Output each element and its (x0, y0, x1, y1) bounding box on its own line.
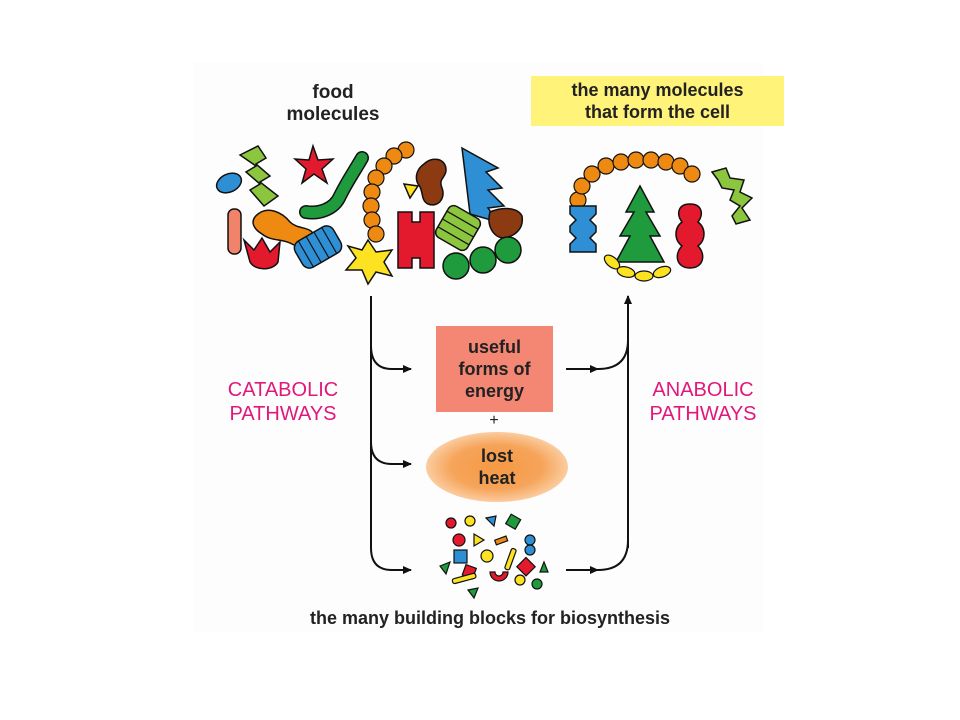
useful-energy-box: useful forms of energy (436, 326, 553, 412)
blue-h-block-cell-molecule (569, 205, 597, 253)
green-worm-molecule-fill (300, 152, 368, 218)
red-tulip-molecule (242, 236, 281, 270)
orange-bead-arc-molecule (569, 151, 701, 209)
plus-sign: + (489, 412, 499, 429)
arrow-to-energy (370, 345, 412, 373)
green-tree-cell-molecule (614, 184, 666, 263)
red-beads-cell-molecule (675, 203, 705, 269)
blue-coil-molecule (293, 225, 343, 269)
anabolic-label-line-2: PATHWAYS (649, 403, 757, 425)
heat-label-line-1: lost (480, 446, 513, 466)
heat-label-line-2: heat (478, 468, 516, 488)
lost-heat-glow: lost heat (426, 432, 568, 502)
yellow-splat-molecule (344, 238, 394, 286)
anabolic-arrows (566, 295, 632, 574)
anabolic-pathways-label: ANABOLIC PATHWAYS (628, 378, 778, 426)
yellow-leaves-cell-molecule (603, 254, 672, 282)
food-molecules-label: food molecules (258, 82, 408, 126)
energy-label-line-3: energy (464, 381, 525, 401)
building-blocks-cluster (439, 513, 549, 600)
brown-wedge-molecule (488, 207, 524, 239)
anabolic-label-line-1: ANABOLIC (652, 379, 754, 401)
red-star-molecule (292, 143, 336, 185)
catabolic-pathways-label: CATABOLIC PATHWAYS (208, 378, 358, 426)
cell-label-line-2: that form the cell (584, 102, 731, 122)
catabolic-label-line-1: CATABOLIC (227, 379, 339, 401)
brown-blob-molecule (415, 158, 447, 206)
lime-zigzag-molecule (238, 145, 280, 208)
lime-coil-molecule (434, 204, 482, 252)
catabolic-trunk (370, 296, 412, 574)
cell-molecules-label: the many molecules that form the cell (531, 76, 784, 126)
orange-bead-chain-molecule (362, 141, 415, 243)
building-blocks-label: the many building blocks for biosynthesi… (309, 608, 671, 628)
salmon-rod-molecule (227, 208, 242, 255)
red-h-block-molecule (397, 211, 435, 269)
food-label-line-2: molecules (286, 104, 380, 125)
food-molecules-cluster (215, 141, 524, 286)
lime-zigzag-cell-molecule (710, 167, 754, 225)
yellow-triangle-molecule (402, 183, 420, 200)
energy-label-line-2: forms of (458, 359, 531, 379)
energy-label-line-1: useful (467, 337, 521, 357)
blue-tree-molecule (461, 146, 506, 224)
green-circles-molecule (442, 236, 522, 280)
arrow-to-heat (370, 441, 412, 468)
cell-label-line-1: the many molecules (571, 80, 744, 100)
catabolic-label-line-2: PATHWAYS (229, 403, 337, 425)
blue-oval-molecule (215, 172, 243, 194)
cell-molecules-cluster (569, 151, 754, 282)
catabolic-arrows (370, 296, 412, 574)
food-label-line-1: food (312, 82, 354, 103)
